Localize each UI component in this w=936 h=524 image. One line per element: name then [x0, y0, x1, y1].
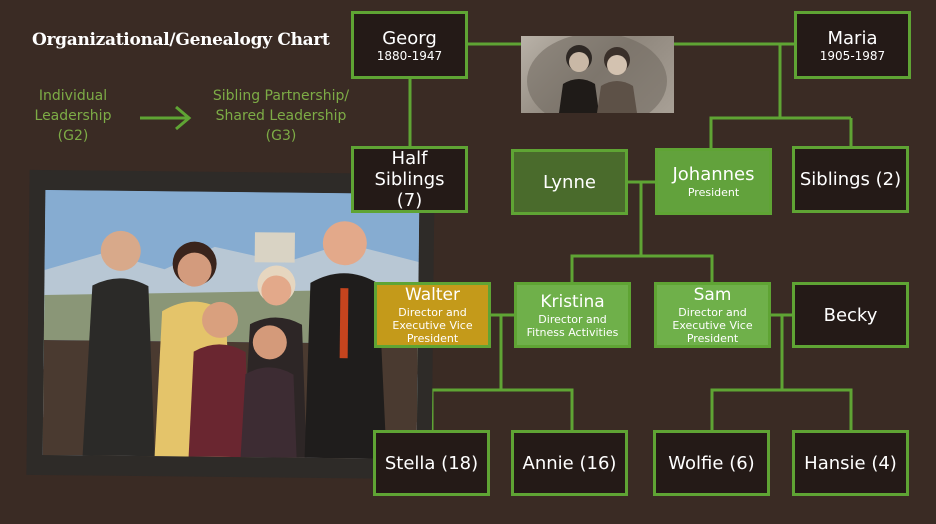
node-name: Walter	[405, 285, 460, 305]
legend-arrow-icon	[140, 105, 192, 131]
node-lynne[interactable]: Lynne	[511, 149, 628, 215]
node-role: Director and Fitness Activities	[526, 312, 619, 339]
node-name: Sam	[693, 285, 732, 305]
node-stella[interactable]: Stella (18)	[373, 430, 490, 496]
node-name: Siblings (2)	[799, 169, 902, 190]
node-name: Lynne	[543, 171, 596, 193]
node-years: 1880-1947	[376, 48, 443, 63]
node-maria[interactable]: Maria 1905-1987	[794, 11, 911, 79]
node-name: Hansie (4)	[804, 452, 897, 474]
node-siblings[interactable]: Siblings (2)	[792, 146, 909, 213]
node-walter[interactable]: Walter Director and Executive Vice Presi…	[374, 282, 491, 348]
chart-title: Organizational/Genealogy Chart	[32, 30, 330, 50]
node-role: Director and Executive Vice President	[672, 306, 753, 345]
node-name: Wolfie (6)	[668, 452, 755, 474]
node-hansie[interactable]: Hansie (4)	[792, 430, 909, 496]
node-becky[interactable]: Becky	[792, 282, 909, 348]
node-name: Johannes	[672, 164, 755, 185]
node-name: Becky	[823, 304, 878, 326]
legend-g2: Individual Leadership (G2)	[34, 88, 112, 144]
node-role: President	[687, 186, 740, 199]
node-kristina[interactable]: Kristina Director and Fitness Activities	[514, 282, 631, 348]
node-name: Annie (16)	[522, 452, 617, 474]
node-name: Maria	[827, 27, 878, 49]
node-name: Georg	[382, 27, 437, 49]
node-wolfie[interactable]: Wolfie (6)	[653, 430, 770, 496]
node-name: Kristina	[540, 291, 605, 312]
node-role: Director and Executive Vice President	[392, 306, 473, 345]
node-half-siblings[interactable]: Half Siblings (7)	[351, 146, 468, 213]
node-years: 1905-1987	[819, 48, 886, 63]
vintage-couple-photo	[521, 36, 674, 113]
family-photo	[26, 169, 435, 480]
node-annie[interactable]: Annie (16)	[511, 430, 628, 496]
node-georg[interactable]: Georg 1880-1947	[351, 11, 468, 79]
node-johannes[interactable]: Johannes President	[655, 148, 772, 215]
legend-g3: Sibling Partnership/ Shared Leadership (…	[212, 88, 350, 144]
node-sam[interactable]: Sam Director and Executive Vice Presiden…	[654, 282, 771, 348]
node-name: Half Siblings (7)	[374, 148, 445, 211]
node-name: Stella (18)	[384, 452, 479, 474]
